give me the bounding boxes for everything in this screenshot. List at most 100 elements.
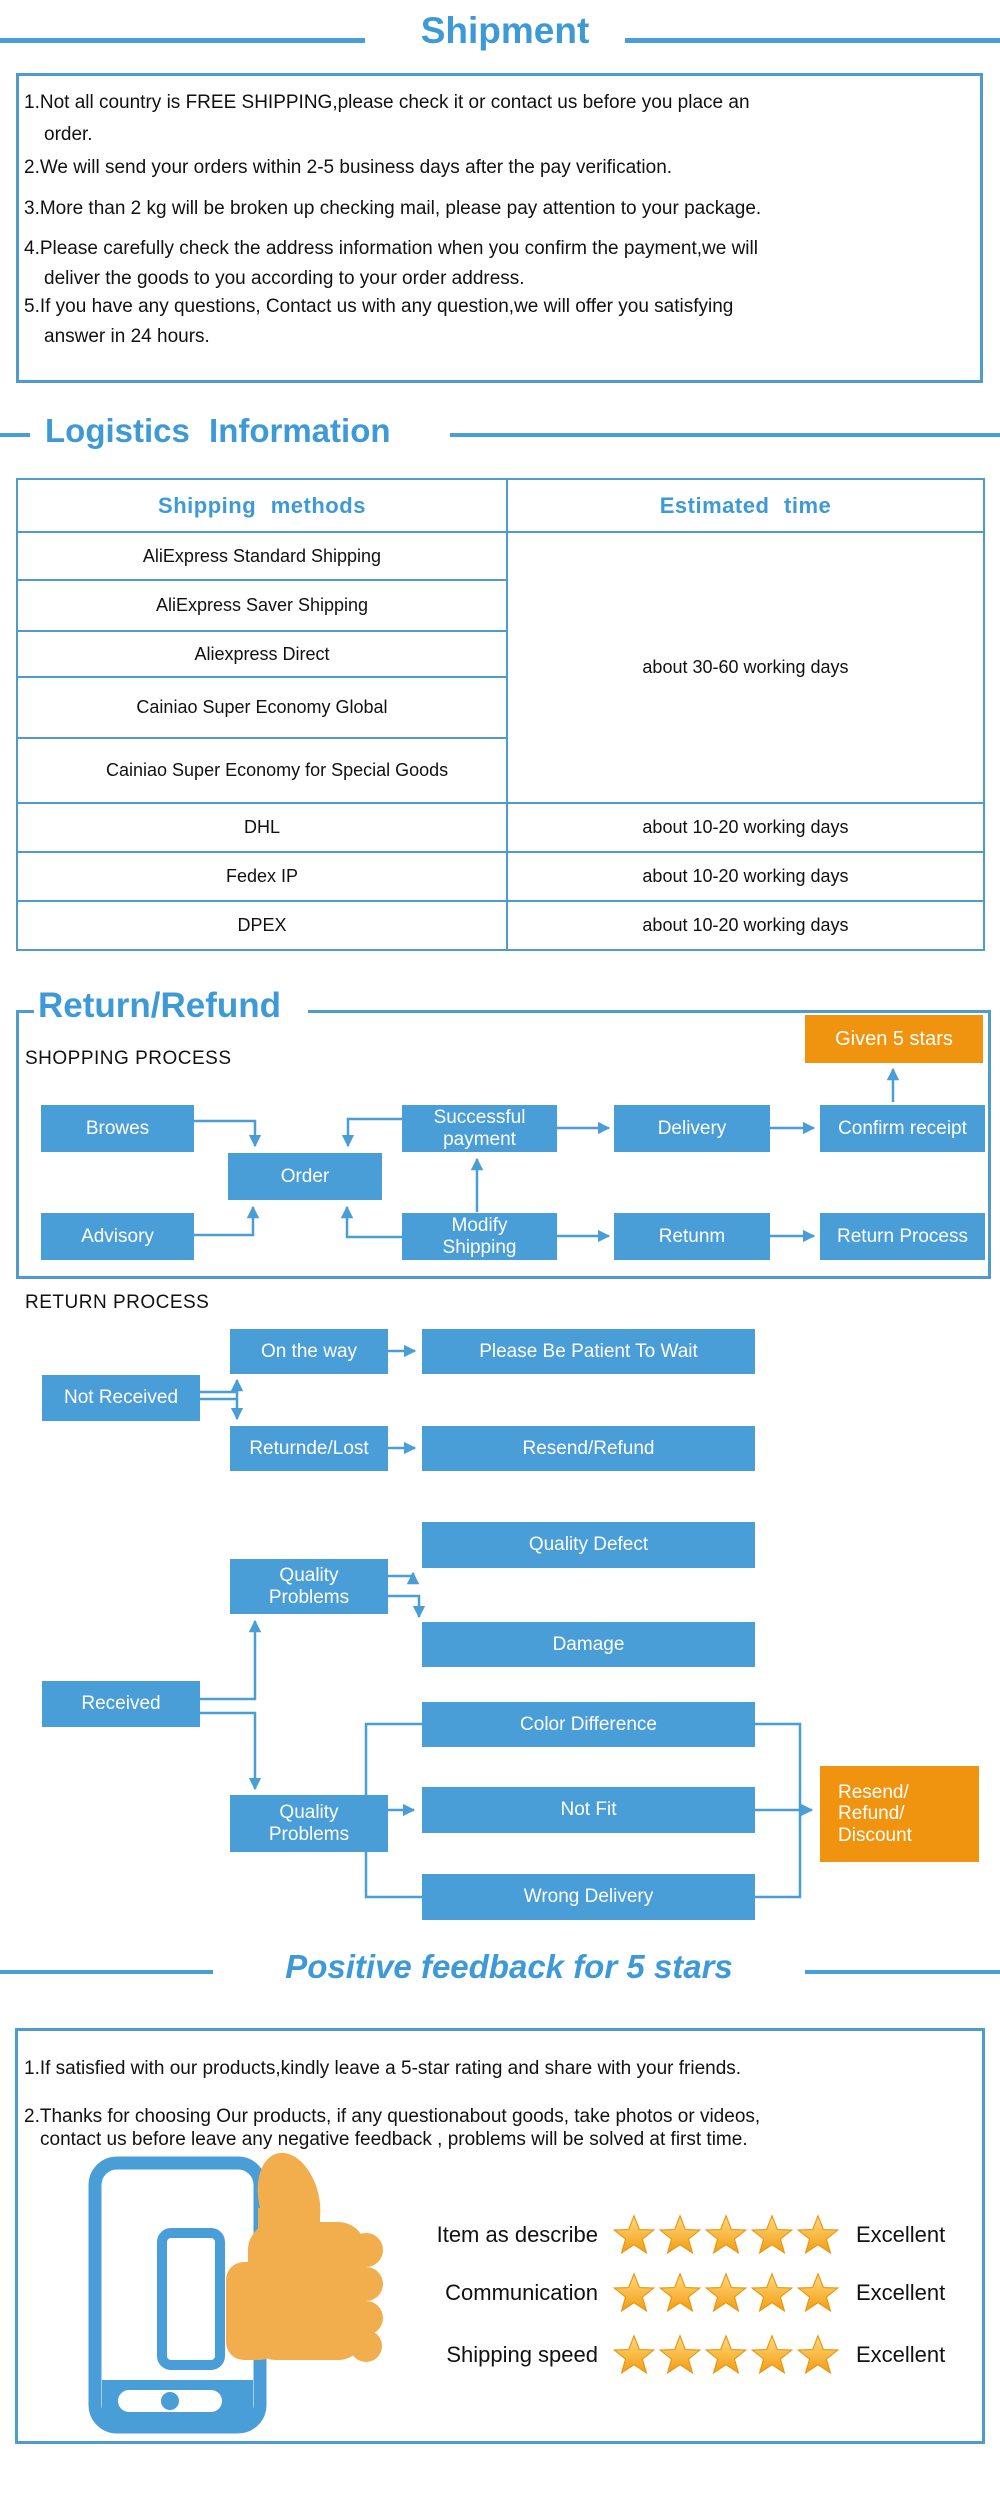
star-icon	[796, 2271, 840, 2315]
table-row: Fedex IP about 10-20 working days	[16, 851, 985, 902]
flow-node-received: Received	[42, 1681, 200, 1727]
star-icon	[658, 2213, 702, 2257]
method-cell: DPEX	[16, 900, 508, 951]
table-row: Cainiao Super Economy Global	[16, 676, 984, 739]
shipment-item-5: 5.If you have any questions, Contact us …	[24, 296, 734, 317]
table-row: DHL about 10-20 working days	[16, 802, 985, 853]
feedback-line-2: 2.Thanks for choosing Our products, if a…	[24, 2106, 761, 2127]
return-refund-title: Return/Refund	[38, 986, 282, 1025]
table-row: Cainiao Super Economy for Special Goods	[16, 737, 984, 804]
rating-value: Excellent	[856, 2222, 946, 2247]
time-cell: about 10-20 working days	[506, 802, 985, 853]
flow-node-returnde-lost: Returnde/Lost	[230, 1426, 388, 1471]
flow-node-browes: Browes	[41, 1105, 194, 1152]
shipment-item-4-cont: deliver the goods to you according to yo…	[44, 268, 525, 289]
shipment-item-3: 3.More than 2 kg will be broken up check…	[24, 198, 762, 219]
logistics-title: Logistics Information	[45, 412, 391, 449]
star-icon	[704, 2333, 748, 2377]
flow-node-quality-problems-1: Quality Problems	[230, 1559, 388, 1614]
shipment-item-2: 2.We will send your orders within 2-5 bu…	[24, 157, 673, 178]
shipment-item-1: 1.Not all country is FREE SHIPPING,pleas…	[24, 92, 750, 113]
logistics-rule-right	[450, 433, 1000, 437]
flow-node-quality-defect: Quality Defect	[422, 1522, 755, 1568]
rating-value: Excellent	[856, 2280, 946, 2305]
shopping-process-label: SHOPPING PROCESS	[25, 1048, 232, 1069]
flow-node-successful-payment: Successful payment	[402, 1105, 557, 1152]
flow-node-not-received: Not Received	[42, 1375, 200, 1421]
table-row: DPEX about 10-20 working days	[16, 900, 985, 951]
star-icon	[612, 2271, 656, 2315]
method-cell: AliExpress Saver Shipping	[16, 579, 508, 632]
feedback-title: Positive feedback for 5 stars	[285, 1948, 733, 1985]
logistics-dash-left	[0, 433, 30, 437]
method-cell: Cainiao Super Economy for Special Goods	[16, 737, 508, 804]
flow-node-color-difference: Color Difference	[422, 1702, 755, 1747]
return-process-label: RETURN PROCESS	[25, 1292, 210, 1313]
star-icon	[750, 2213, 794, 2257]
title-gap-patch	[34, 1006, 308, 1018]
rating-row-communication: Communication Excellent	[390, 2271, 945, 2315]
star-icon	[658, 2271, 702, 2315]
star-icon	[612, 2213, 656, 2257]
flow-node-return-process: Return Process	[820, 1213, 985, 1260]
flow-node-delivery: Delivery	[614, 1105, 770, 1152]
shipment-item-1-cont: order.	[44, 124, 93, 145]
rating-row-shipping-speed: Shipping speed Excellent	[390, 2333, 945, 2377]
rating-value: Excellent	[856, 2342, 946, 2367]
flow-node-modify-shipping: Modify Shipping	[402, 1213, 557, 1260]
flow-node-damage: Damage	[422, 1622, 755, 1667]
rating-label: Communication	[445, 2280, 598, 2305]
star-icon	[750, 2333, 794, 2377]
table-row: AliExpress Standard Shipping about 30-60…	[16, 531, 985, 804]
flow-node-please-wait: Please Be Patient To Wait	[422, 1329, 755, 1374]
flow-node-advisory: Advisory	[41, 1213, 194, 1260]
table-row: Aliexpress Direct	[16, 630, 984, 678]
time-cell: about 10-20 working days	[506, 900, 985, 951]
flow-node-retunm: Retunm	[614, 1213, 770, 1260]
star-icon	[612, 2333, 656, 2377]
shipment-item-4: 4.Please carefully check the address inf…	[24, 238, 758, 259]
time-cell: about 10-20 working days	[506, 851, 985, 902]
method-cell: DHL	[16, 802, 508, 853]
flow-node-order: Order	[228, 1153, 382, 1200]
flow-node-confirm-receipt: Confirm receipt	[820, 1105, 985, 1152]
merged-time-cell: about 30-60 working days	[506, 531, 985, 804]
col-header-shipping-methods: Shipping methods	[16, 478, 508, 533]
method-cell: AliExpress Standard Shipping	[16, 531, 508, 581]
shipment-rule-left	[0, 38, 365, 43]
return-refund-box	[16, 1010, 991, 1279]
method-cell: Fedex IP	[16, 851, 508, 902]
star-icon	[750, 2271, 794, 2315]
method-cell: Cainiao Super Economy Global	[16, 676, 508, 739]
shipment-item-5-cont: answer in 24 hours.	[44, 326, 210, 347]
method-cell: Aliexpress Direct	[16, 630, 508, 678]
flow-node-resend-refund: Resend/Refund	[422, 1426, 755, 1471]
star-icon	[796, 2333, 840, 2377]
star-icon	[658, 2333, 702, 2377]
flow-node-not-fit: Not Fit	[422, 1787, 755, 1833]
star-icon	[796, 2213, 840, 2257]
flow-node-quality-problems-2: Quality Problems	[230, 1795, 388, 1852]
flow-node-given-5-stars: Given 5 stars	[805, 1015, 983, 1063]
flow-node-on-the-way: On the way	[230, 1329, 388, 1374]
star-icon	[704, 2271, 748, 2315]
rating-label: Shipping speed	[446, 2342, 598, 2367]
col-header-estimated-time: Estimated time	[506, 478, 985, 533]
rating-label: Item as describe	[436, 2222, 598, 2247]
feedback-line-2-cont: contact us before leave any negative fee…	[40, 2129, 748, 2150]
rating-row-item-as-describe: Item as describe Excellent	[390, 2213, 945, 2257]
feedback-box	[15, 2028, 985, 2444]
feedback-rule-left	[0, 1970, 213, 1974]
star-icon	[704, 2213, 748, 2257]
table-row: AliExpress Saver Shipping	[16, 579, 984, 632]
flow-node-wrong-delivery: Wrong Delivery	[422, 1874, 755, 1920]
feedback-line-1: 1.If satisfied with our products,kindly …	[24, 2058, 742, 2079]
shipment-title: Shipment	[420, 10, 590, 51]
table-header-row: Shipping methods Estimated time	[16, 478, 985, 533]
feedback-rule-right	[805, 1970, 1000, 1974]
thumbs-up-icon	[226, 2152, 383, 2362]
shipment-rule-right	[625, 38, 1000, 43]
logistics-table: Shipping methods Estimated time AliExpre…	[16, 478, 985, 951]
